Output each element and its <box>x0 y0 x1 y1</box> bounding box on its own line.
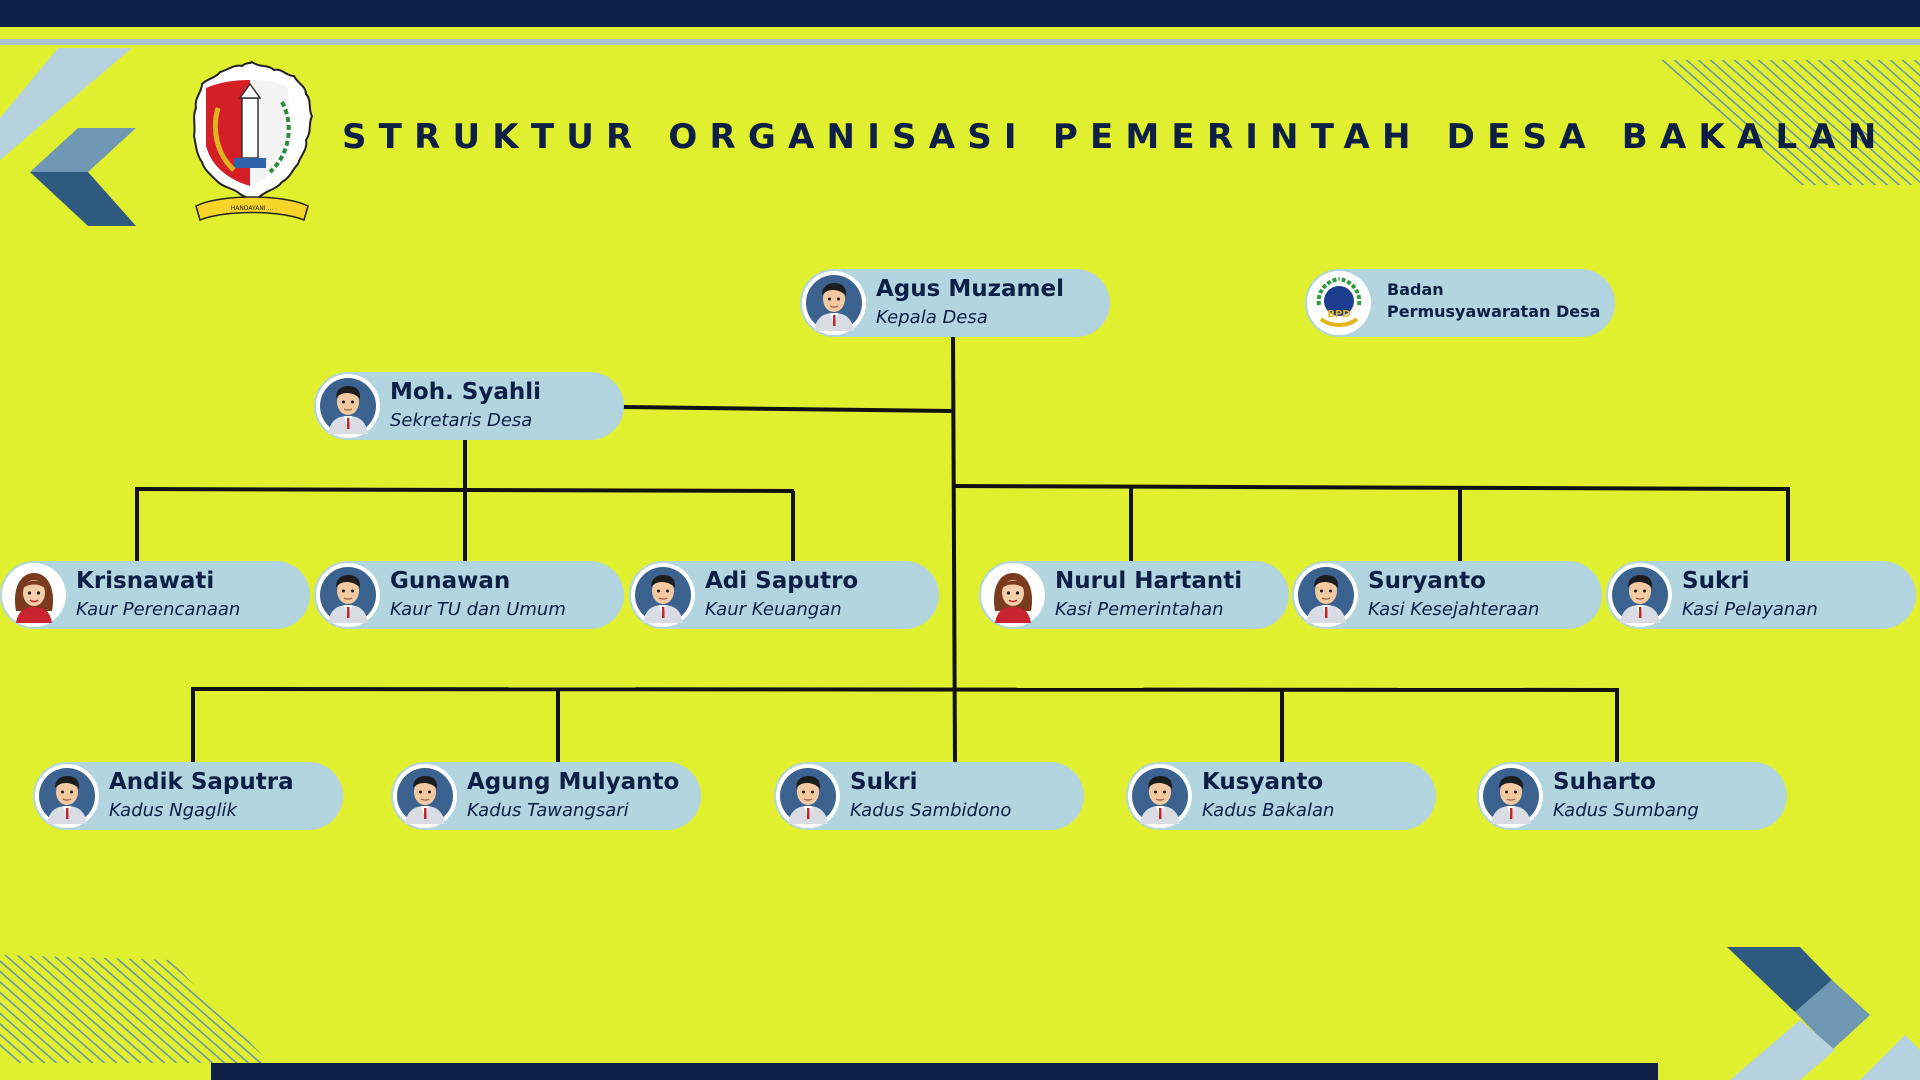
member-name: Andik Saputra <box>109 769 294 795</box>
bpd-label: Badan Permusyawaratan Desa <box>1387 279 1617 323</box>
male-avatar-icon <box>776 764 840 828</box>
member-role: Kasi Pemerintahan <box>1055 599 1224 620</box>
member-role: Kepala Desa <box>876 307 988 328</box>
member-name: Agus Muzamel <box>876 276 1064 302</box>
member-role: Kasi Pelayanan <box>1682 599 1818 620</box>
chevron-decoration <box>1727 947 1832 1012</box>
member-name: Agung Mulyanto <box>467 769 680 795</box>
member-name: Moh. Syahli <box>390 379 542 405</box>
male-avatar-icon <box>316 374 380 438</box>
male-avatar-icon <box>1294 563 1358 627</box>
member-role: Kadus Sumbang <box>1553 800 1699 821</box>
member-role: Sekretaris Desa <box>390 410 533 431</box>
female-avatar-icon <box>981 563 1045 627</box>
member-name: Gunawan <box>390 568 511 594</box>
male-avatar-icon <box>35 764 99 828</box>
member-name: Kusyanto <box>1202 769 1324 795</box>
male-avatar-icon <box>393 764 457 828</box>
bpd-label-line2: Permusyawaratan Desa <box>1387 302 1601 321</box>
chevron-decoration <box>0 48 132 160</box>
member-name: Suharto <box>1553 769 1656 795</box>
bpd-label-line1: Badan <box>1387 280 1444 299</box>
bpd-emblem-icon: BPD <box>1307 271 1371 335</box>
member-role: Kadus Sambidono <box>850 800 1012 821</box>
hatch-decoration <box>0 955 270 1063</box>
male-avatar-icon <box>631 563 695 627</box>
member-role: Kadus Bakalan <box>1202 800 1335 821</box>
member-name: Nurul Hartanti <box>1055 568 1243 594</box>
member-role: Kaur TU dan Umum <box>390 599 566 620</box>
member-role: Kadus Ngaglik <box>109 800 237 821</box>
svg-text:BPD: BPD <box>1327 309 1350 320</box>
chevron-decoration <box>30 128 136 172</box>
male-avatar-icon <box>1479 764 1543 828</box>
top-grey-stripe <box>0 39 1920 45</box>
member-name: Adi Saputro <box>705 568 859 594</box>
member-role: Kaur Keuangan <box>705 599 842 620</box>
bottom-navy-bar <box>211 1063 1658 1080</box>
regency-seal-logo: HANDAYANI ... <box>190 58 315 228</box>
chevron-decoration <box>30 172 136 226</box>
male-avatar-icon <box>1128 764 1192 828</box>
page-title: STRUKTUR ORGANISASI PEMERINTAH DESA BAKA… <box>342 117 1889 157</box>
member-role: Kasi Kesejahteraan <box>1368 599 1540 620</box>
male-avatar-icon <box>802 271 866 335</box>
male-avatar-icon <box>1608 563 1672 627</box>
top-navy-bar <box>0 0 1920 27</box>
hatch-decoration <box>1650 60 1920 185</box>
svg-text:HANDAYANI ...: HANDAYANI ... <box>231 205 274 212</box>
bpd-card: BPD Badan Permusyawaratan Desa <box>1305 269 1615 337</box>
member-role: Kadus Tawangsari <box>467 800 629 821</box>
chevron-decoration <box>1860 1035 1920 1080</box>
chevron-decoration <box>1730 1020 1835 1080</box>
member-name: Suryanto <box>1368 568 1486 594</box>
member-role: Kaur Perencanaan <box>76 599 241 620</box>
female-avatar-icon <box>2 563 66 627</box>
member-name: Sukri <box>1682 568 1750 594</box>
male-avatar-icon <box>316 563 380 627</box>
member-name: Krisnawati <box>76 568 215 594</box>
chevron-decoration <box>1795 980 1870 1050</box>
member-name: Sukri <box>850 769 918 795</box>
